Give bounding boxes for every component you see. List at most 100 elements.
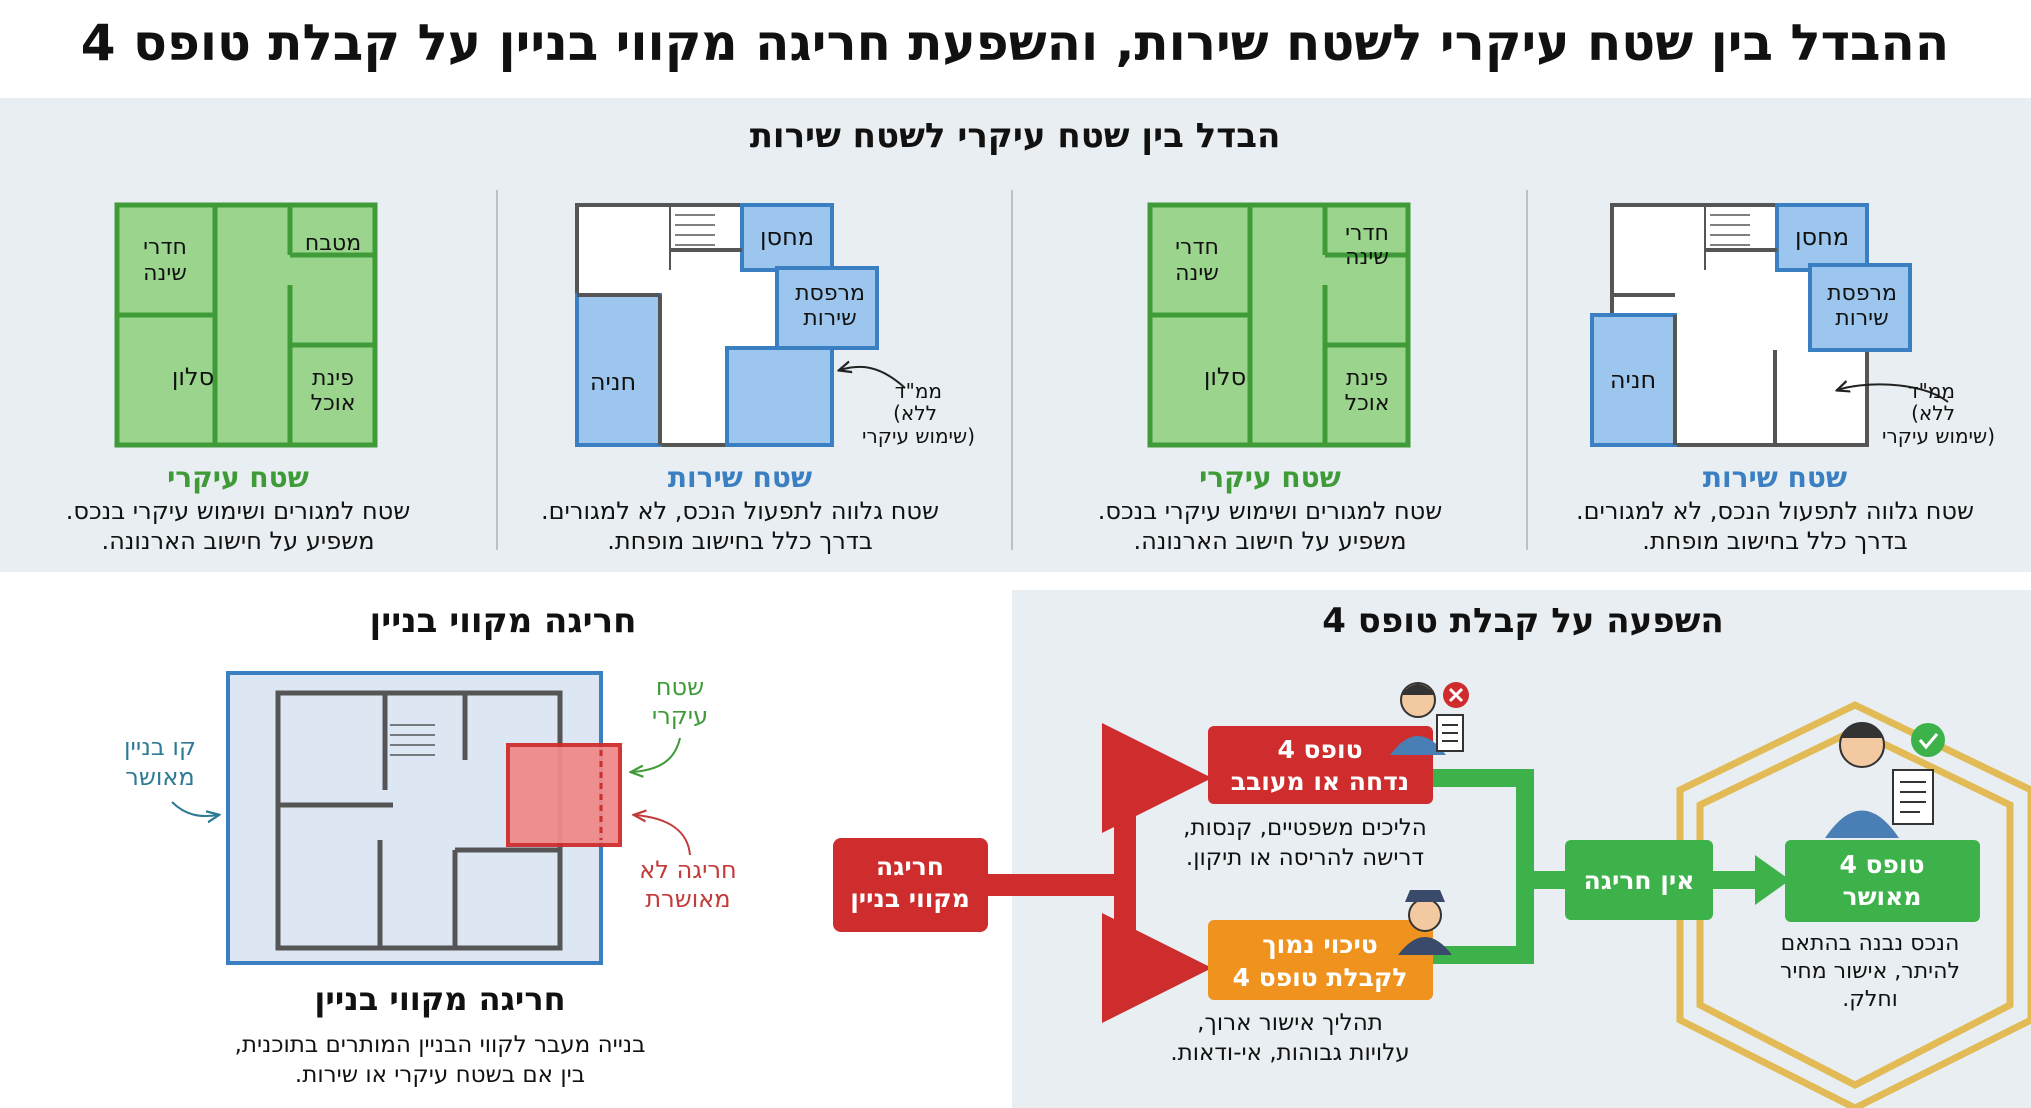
building-line-callout-2: מאושר xyxy=(125,763,194,791)
red-flow-arrows xyxy=(985,723,1212,1023)
unapproved-deviation-area xyxy=(506,743,622,847)
form4-approved-desc-3: וחלק. xyxy=(1842,987,1897,1012)
deviation-caption-desc-2: בין אם בשטח עיקרי או שירות. xyxy=(295,1062,585,1088)
safe-room-callout-3: שימוש עיקרי) xyxy=(862,424,975,448)
form4-rejected-label-1: טופס 4 xyxy=(1277,735,1362,764)
bedrooms-2-label-a: חדרי xyxy=(1345,221,1389,246)
no-deviation-box xyxy=(1565,840,1713,920)
main-area-desc-1: שטח למגורים ושימוש עיקרי בנכס. xyxy=(1098,497,1442,525)
floor-plan-main xyxy=(114,202,378,448)
hexagon-watermark xyxy=(1676,701,2031,1108)
safe-room-callout-1: ממ"ד xyxy=(895,379,942,403)
service-balcony-label-1: מרפסת xyxy=(1827,281,1897,306)
bedrooms-1-label-b: שינה xyxy=(1175,261,1219,286)
service-area-panel: מחסן מרפסת שירות חניה ממ"ד (ללא שימוש עי… xyxy=(541,203,975,555)
service-area-label: שטח שירות xyxy=(1703,461,1847,494)
service-area-desc-1: שטח גלווה לתפעול הנכס, לא למגורים. xyxy=(1576,497,1974,525)
form4-approved-desc-2: להיתר, אישור מחיר xyxy=(1780,959,1960,984)
approved-person-icon xyxy=(1825,722,1945,838)
bedrooms-1-label-a: חדרי xyxy=(1175,235,1219,260)
form4-approved-label-1: טופס 4 xyxy=(1839,850,1924,879)
service-area-label: שטח שירות xyxy=(668,461,812,494)
form4-approved-label-2: מאושר xyxy=(1843,882,1922,911)
floor-plan-service xyxy=(575,203,879,447)
dining-label-b: אוכל xyxy=(1345,391,1390,416)
floor-plan-main xyxy=(1147,202,1411,448)
storage-room xyxy=(1775,203,1869,272)
deviation-caption-title: חריגה מקווי בניין xyxy=(314,980,565,1018)
main-area-callout-1: שטח xyxy=(656,673,704,701)
storage-room xyxy=(740,203,834,272)
rejected-person-icon xyxy=(1390,682,1469,755)
unapproved-callout-1: חריגה לא xyxy=(639,856,736,884)
form4-low-chance-desc-1: תהליך אישור ארוך, xyxy=(1197,1010,1383,1036)
service-balcony-label-2: שירות xyxy=(803,306,856,331)
main-area-desc-2: משפיע על חישוב הארנונה. xyxy=(1133,527,1406,555)
deviation-start-label-1: חריגה xyxy=(876,852,944,881)
living-label: סלון xyxy=(172,363,214,391)
building-line-callout-arrow xyxy=(171,801,218,816)
safe-room-callout-3: שימוש עיקרי) xyxy=(1882,424,1995,448)
safe-room-callout-2: (ללא xyxy=(1911,401,1955,425)
main-area-callout-2: עיקרי xyxy=(652,702,708,730)
service-area-desc-1: שטח גלווה לתפעול הנכס, לא למגורים. xyxy=(541,497,939,525)
kitchen-label: מטבח xyxy=(305,231,361,256)
bedrooms-label-a: חדרי xyxy=(143,235,187,260)
parking-label: חניה xyxy=(1610,366,1656,394)
form4-low-chance-label-2: לקבלת טופס 4 xyxy=(1233,963,1408,992)
form4-rejected-desc-2: דרישה להריסה או תיקון. xyxy=(1186,845,1424,871)
main-area-panel: חדרי שינה חדרי שינה סלון פינת אוכל שטח ע… xyxy=(1098,202,1442,555)
deviation-start-box xyxy=(833,838,988,932)
form4-rejected-label-2: נדחה או מעובב xyxy=(1231,767,1409,796)
safe-room-callout-1: ממ"ד xyxy=(1908,379,1955,403)
no-deviation-label: אין חריגה xyxy=(1584,866,1695,895)
dining-label-a: פינת xyxy=(312,366,354,391)
deviation-start-label-2: מקווי בניין xyxy=(850,884,970,913)
main-area-label: שטח עיקרי xyxy=(167,461,309,494)
callout-arrow xyxy=(1838,384,1949,403)
service-balcony-label-1: מרפסת xyxy=(795,281,865,306)
form4-approved-box xyxy=(1785,840,1980,922)
inspector-person-icon xyxy=(1398,890,1452,955)
form4-approved-desc-1: הנכס נבנה בהתאם xyxy=(1781,931,1960,956)
parking-room xyxy=(1590,313,1677,447)
main-area-label: שטח עיקרי xyxy=(1199,461,1341,494)
main-area-desc-2: משפיע על חישוב הארנונה. xyxy=(101,527,374,555)
bedrooms-2-label-b: שינה xyxy=(1345,245,1389,270)
unapproved-callout-2: מאושרת xyxy=(645,885,730,913)
service-balcony-room xyxy=(775,266,879,350)
main-title: ההבדל בין שטח עיקרי לשטח שירות, והשפעת ח… xyxy=(81,14,1949,72)
form4-rejected-box xyxy=(1208,726,1433,804)
safe-room-callout-2: (ללא xyxy=(893,401,937,425)
service-area-desc-2: בדרך כלל בחישוב מופחת. xyxy=(1642,527,1908,555)
storage-label: מחסן xyxy=(760,223,814,251)
storage-label: מחסן xyxy=(1795,223,1849,251)
service-area-desc-2: בדרך כלל בחישוב מופחת. xyxy=(607,527,873,555)
form4-low-chance-box xyxy=(1208,920,1433,1000)
service-balcony-room xyxy=(1808,263,1912,352)
form4-rejected-desc-1: הליכים משפטיים, קנסות, xyxy=(1183,815,1427,841)
form4-heading: השפעה על קבלת טופס 4 xyxy=(1322,601,1724,641)
callout-arrow xyxy=(840,367,906,389)
deviation-caption-desc-1: בנייה מעבר לקווי הבניין המותרים בתוכנית, xyxy=(235,1032,646,1058)
form4-low-chance-desc-2: עלויות גבוהות, אי-ודאות. xyxy=(1170,1040,1409,1066)
building-line-callout-1: קו בניין xyxy=(124,733,196,761)
service-balcony-label-2: שירות xyxy=(1835,306,1888,331)
top-section-heading: הבדל בין שטח עיקרי לשטח שירות xyxy=(750,116,1281,156)
bedrooms-label-b: שינה xyxy=(143,261,187,286)
floor-plan-service xyxy=(1590,203,1912,447)
dining-label-a: פינת xyxy=(1346,366,1388,391)
main-area-panel: חדרי שינה מטבח סלון פינת אוכל שטח עיקרי … xyxy=(66,202,410,555)
main-area-callout-arrow xyxy=(632,737,681,772)
safe-room xyxy=(725,346,834,447)
unapproved-callout-arrow xyxy=(635,815,691,856)
form4-low-chance-label-1: טיכוי נמוך xyxy=(1262,930,1378,959)
dining-label-b: אוכל xyxy=(311,391,356,416)
main-area-desc-1: שטח למגורים ושימוש עיקרי בנכס. xyxy=(66,497,410,525)
service-area-panel: מחסן מרפסת שירות חניה ממ"ד (ללא שימוש עי… xyxy=(1576,203,1995,555)
living-label: סלון xyxy=(1204,363,1246,391)
deviation-heading: חריגה מקווי בניין xyxy=(370,601,637,641)
parking-label: חניה xyxy=(590,368,636,396)
green-arrow-head xyxy=(1755,855,1790,905)
